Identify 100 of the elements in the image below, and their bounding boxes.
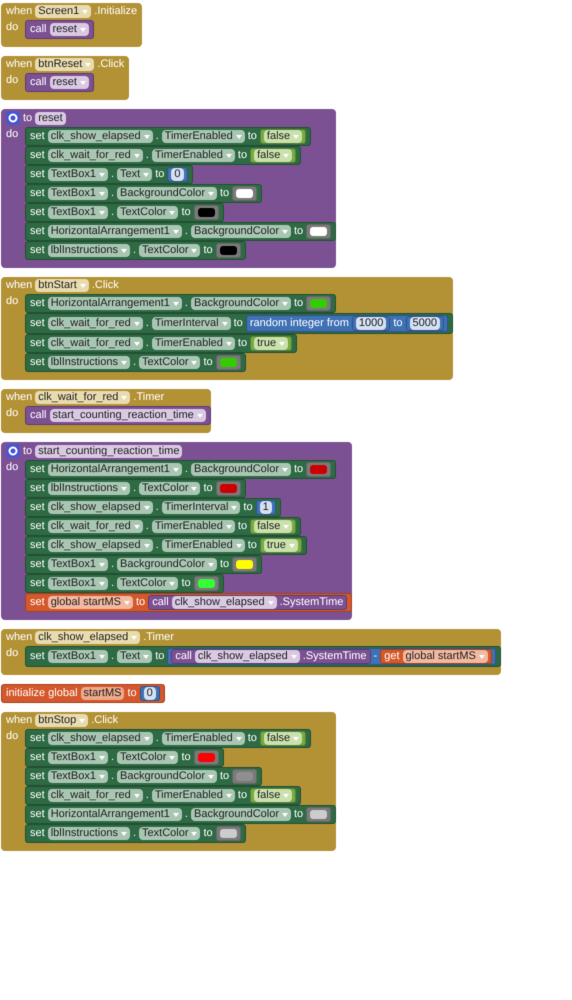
keyword-label: set xyxy=(30,317,45,330)
keyword-label: to xyxy=(155,650,164,663)
dropdown-field: HorizontalArrangement1 xyxy=(48,225,182,238)
dropdown-field: HorizontalArrangement1 xyxy=(48,297,182,310)
dropdown-field: TextBox1 xyxy=(48,187,108,200)
keyword-label: get xyxy=(384,650,400,663)
keyword-label: set xyxy=(30,827,45,840)
keyword-label: to xyxy=(238,149,248,162)
keyword-label: when xyxy=(6,5,32,18)
keyword-label: to xyxy=(248,130,257,143)
keyword-label: do xyxy=(6,461,18,473)
keyword-label: . xyxy=(110,558,114,571)
dropdown-field: TimerEnabled xyxy=(162,539,245,552)
keyword-label: set xyxy=(30,789,45,802)
color-swatch xyxy=(232,769,258,784)
keyword-label: set xyxy=(30,482,45,495)
dropdown-field: HorizontalArrangement1 xyxy=(48,808,182,821)
dropdown-field: TimerEnabled xyxy=(152,149,235,162)
call-block xyxy=(148,595,348,610)
dropdown-field: BackgroundColor xyxy=(117,187,217,200)
keyword-label: . xyxy=(132,482,136,495)
dropdown-field: BackgroundColor xyxy=(190,463,291,476)
keyword-label: . xyxy=(184,225,188,238)
dropdown-field: reset xyxy=(50,23,89,36)
keyword-label: when xyxy=(6,391,32,404)
keyword-label: . xyxy=(132,244,136,257)
dropdown-field: false xyxy=(254,789,292,802)
keyword-label: set xyxy=(30,149,45,162)
dropdown-field: lblInstructions xyxy=(48,827,130,840)
keyword-label: . xyxy=(156,732,159,745)
dropdown-field: lblInstructions xyxy=(48,482,130,495)
keyword-label: .Click xyxy=(91,714,118,727)
keyword-label: to xyxy=(220,770,230,783)
dropdown-field: TextColor xyxy=(139,244,200,257)
color-swatch xyxy=(232,557,258,572)
keyword-label: to xyxy=(238,337,248,350)
call-block xyxy=(25,73,94,92)
keyword-label: to xyxy=(294,225,304,238)
keyword-label: to xyxy=(248,539,257,552)
keyword-label: to xyxy=(243,501,253,514)
keyword-label: set xyxy=(30,297,45,310)
event-block xyxy=(1,712,336,851)
boolean-block xyxy=(250,788,296,803)
keyword-label: when xyxy=(6,714,32,727)
keyword-label: set xyxy=(30,337,45,350)
keyword-label: to xyxy=(294,297,304,310)
setter-block xyxy=(25,203,224,222)
call-block xyxy=(25,406,211,425)
setter-block xyxy=(25,498,281,517)
dropdown-field: Text xyxy=(117,168,152,181)
boolean-block xyxy=(260,538,302,553)
color-swatch xyxy=(194,576,219,591)
keyword-label: to xyxy=(220,187,230,200)
keyword-label: . xyxy=(110,751,114,764)
setter-block xyxy=(25,767,262,786)
setter-block xyxy=(25,786,302,805)
keyword-label: set xyxy=(30,596,45,609)
setter-block xyxy=(25,805,336,824)
keyword-label: set xyxy=(30,463,45,476)
keyword-label: . xyxy=(184,808,188,821)
keyword-label: do xyxy=(6,295,18,307)
dropdown-field: TimerEnabled xyxy=(152,789,235,802)
keyword-label: to xyxy=(203,356,213,369)
dropdown-field: TimerInterval xyxy=(162,501,240,514)
dropdown-field: TimerEnabled xyxy=(162,130,245,143)
getter-block xyxy=(380,649,492,664)
keyword-label: . xyxy=(156,539,159,552)
keyword-label: to xyxy=(181,577,191,590)
keyword-label: to xyxy=(203,482,213,495)
event-block xyxy=(1,389,211,433)
keyword-label: . xyxy=(110,168,114,181)
setter-block xyxy=(25,184,262,203)
keyword-label: call xyxy=(175,650,192,663)
keyword-label: to xyxy=(294,463,304,476)
dropdown-field: TextBox1 xyxy=(48,751,108,764)
keyword-label: do xyxy=(6,647,18,659)
keyword-label: set xyxy=(30,732,45,745)
keyword-label: .Click xyxy=(92,279,119,292)
keyword-label: set xyxy=(30,539,45,552)
setter-block xyxy=(25,748,224,767)
keyword-label: .SystemTime xyxy=(302,650,367,663)
dropdown-field: TextBox1 xyxy=(48,558,108,571)
keyword-label: random integer from xyxy=(250,317,349,330)
event-block xyxy=(1,629,501,675)
keyword-label: to xyxy=(136,596,146,609)
keyword-label: to xyxy=(220,558,230,571)
keyword-label: call xyxy=(30,76,47,89)
dropdown-field: clk_wait_for_red xyxy=(48,520,143,533)
keyword-label: . xyxy=(110,187,114,200)
keyword-label: do xyxy=(6,21,18,33)
keyword-label: set xyxy=(30,501,45,514)
dropdown-field: btnReset xyxy=(35,58,94,71)
boolean-block xyxy=(260,129,306,144)
keyword-label: . xyxy=(146,789,149,802)
keyword-label: set xyxy=(30,356,45,369)
keyword-label: . xyxy=(110,650,114,663)
subtract-block xyxy=(167,648,496,665)
color-swatch xyxy=(306,462,332,477)
keyword-label: set xyxy=(30,130,45,143)
dropdown-field: clk_wait_for_red xyxy=(48,337,143,350)
